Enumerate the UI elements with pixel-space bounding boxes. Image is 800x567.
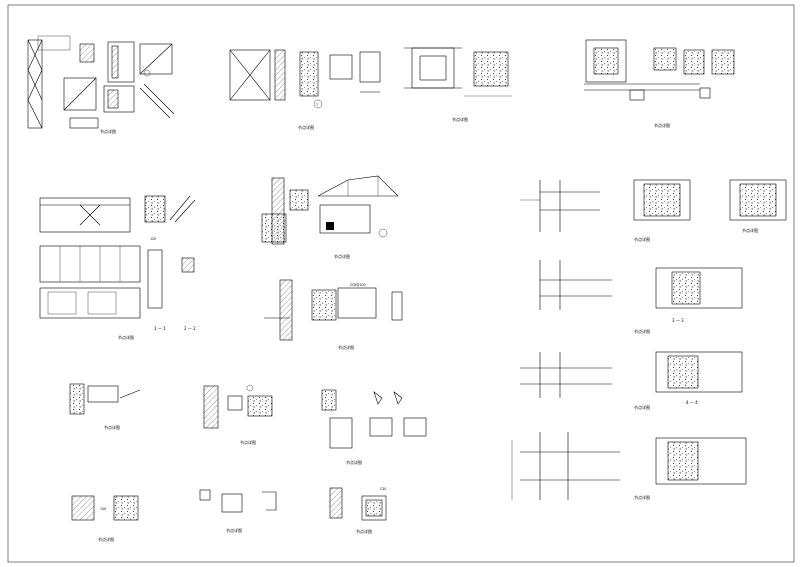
section-mark-1: 1 — 1 (154, 326, 166, 331)
detail-2-caption: 节点详图 (298, 124, 314, 130)
detail-18-caption: 节点详图 (742, 227, 758, 233)
detail-17-caption: 节点详图 (356, 528, 372, 534)
section-mark-2: 2 — 2 (184, 326, 196, 331)
detail-14: 节点详图 (321, 389, 427, 465)
detail-9-caption: 节点详图 (634, 328, 650, 334)
dim-1: 120 (150, 237, 156, 241)
detail-5-caption: 节点详图 (118, 334, 134, 340)
detail-12: 节点详图 (69, 383, 141, 430)
detail-17: C20 节点详图 (329, 487, 387, 534)
detail-10-caption: 节点详图 (634, 404, 650, 410)
svg-text:1: 1 (316, 103, 318, 107)
detail-16: 节点详图 (199, 489, 277, 533)
detail-11: 节点详图 (511, 432, 747, 500)
detail-16-caption: 节点详图 (226, 527, 242, 533)
detail-7: 2C8@100 节点详图 (264, 279, 403, 350)
detail-18: 3 — 3 4 — 4 节点详图 (672, 227, 758, 405)
detail-13-caption: 节点详图 (240, 439, 256, 445)
detail-10: 节点详图 (520, 351, 743, 410)
dim-3: 2C8@100 (350, 283, 366, 287)
detail-14-caption: 节点详图 (346, 459, 362, 465)
detail-15: 150 节点详图 (71, 495, 139, 542)
detail-1: 节点详图 (27, 35, 175, 134)
detail-8-caption: 节点详图 (634, 236, 650, 242)
detail-1-caption: 节点详图 (100, 128, 116, 134)
dim-4: C20 (380, 487, 386, 491)
detail-4-caption: 节点详图 (654, 122, 670, 128)
detail-15-caption: 节点详图 (98, 536, 114, 542)
detail-3: 节点详图 (404, 47, 512, 122)
detail-4: 节点详图 (584, 39, 735, 128)
detail-13: 节点详图 (203, 384, 273, 445)
section-mark-4: 4 — 4 (686, 400, 698, 405)
detail-2: 1 节点详图 (229, 49, 381, 130)
section-mark-3: 3 — 3 (672, 318, 684, 323)
detail-11-caption: 节点详图 (634, 494, 650, 500)
dim-2: 150 (100, 507, 106, 511)
sheet-border (7, 4, 795, 563)
detail-12-caption: 节点详图 (104, 424, 120, 430)
detail-6-caption: 节点详图 (334, 253, 350, 259)
detail-5: 120 1 — 1 2 — 2 节点详图 (39, 195, 196, 340)
detail-6: 节点详图 (261, 175, 399, 259)
detail-3-caption: 节点详图 (452, 116, 468, 122)
detail-8: 节点详图 (520, 179, 787, 242)
detail-7-caption: 节点详图 (338, 344, 354, 350)
detail-9: 节点详图 (539, 260, 743, 334)
